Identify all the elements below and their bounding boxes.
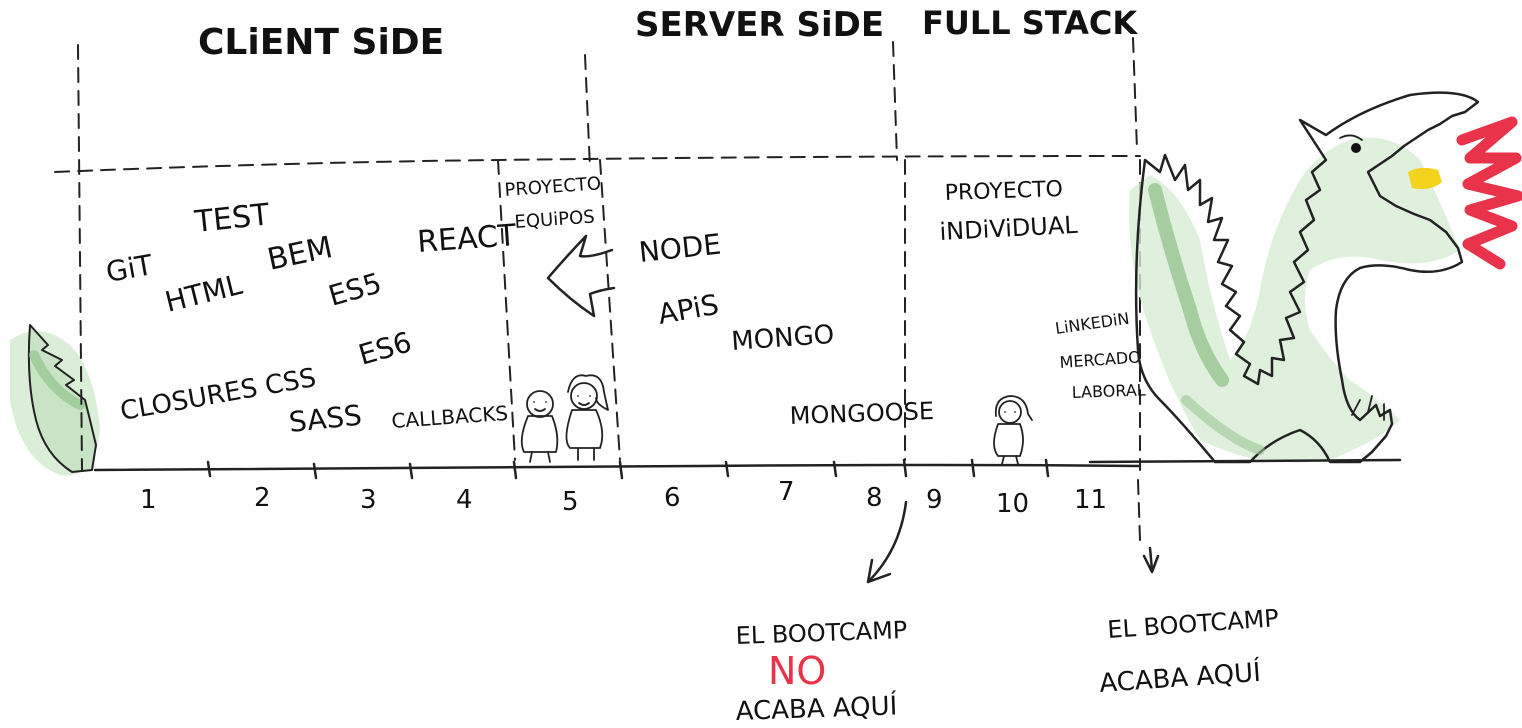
week-label-10: 10	[996, 489, 1029, 519]
week-label-2: 2	[254, 483, 271, 513]
week-label-6: 6	[664, 483, 681, 513]
topic-callbacks: CALLBACKS	[391, 401, 509, 433]
week-label-8: 8	[866, 483, 883, 513]
week-label-9: 9	[926, 485, 943, 515]
topic-node: NODE	[637, 228, 722, 269]
topic-es5: ES5	[325, 266, 385, 312]
week-label-7: 7	[778, 477, 795, 507]
week-label-11: 11	[1074, 485, 1107, 515]
dragon-tail-icon	[10, 324, 100, 476]
topic-linkedin: LiNKEDiN	[1054, 309, 1131, 338]
individual-figure-icon	[993, 395, 1033, 465]
dragon-icon	[1088, 91, 1480, 464]
team-figures-icon	[520, 374, 609, 463]
topic-mongo: MONGO	[730, 320, 835, 357]
topic-laboral: LABORAL	[1071, 380, 1146, 402]
topic-sass: SASS	[287, 399, 363, 439]
topic-proyecto-individual-line2: iNDiViDUAL	[939, 211, 1079, 246]
section-title-client: CLiENT SiDE	[198, 22, 444, 63]
right-note-line1: EL BOOTCAMP	[1106, 604, 1279, 644]
arrow-to-right-note-icon	[1142, 546, 1160, 574]
left-note-line1: EL BOOTCAMP	[735, 616, 907, 650]
topic-react: REACT	[416, 218, 518, 260]
topic-test: TEST	[192, 197, 272, 240]
timeline-axis	[93, 458, 1142, 480]
week-label-3: 3	[360, 485, 377, 515]
week-label-4: 4	[456, 485, 473, 515]
topic-proyecto-individual-line1: PROYECTO	[944, 177, 1063, 206]
week-label-1: 1	[140, 485, 157, 515]
section-title-fullstack: FULL STACK	[922, 4, 1138, 42]
topic-proyecto-equipos-line1: PROYECTO	[504, 173, 602, 201]
left-note-no: NO	[768, 649, 826, 693]
left-note-line2: ACABA AQUÍ	[735, 689, 898, 727]
topic-bem: BEM	[264, 230, 335, 278]
section-title-server: SERVER SiDE	[635, 5, 884, 45]
arrow-to-left-note-icon	[866, 500, 908, 584]
topic-es6: ES6	[355, 325, 415, 371]
right-note-line2: ACABA AQUÍ	[1098, 656, 1261, 699]
topic-html: HTML	[162, 268, 246, 319]
topic-git: GiT	[103, 248, 155, 289]
topic-mongoose: MONGOOSE	[789, 397, 934, 430]
fire-icon	[1456, 116, 1522, 270]
week-label-5: 5	[562, 487, 579, 517]
topic-apis: APiS	[655, 288, 721, 331]
topic-proyecto-equipos-line2: EQUiPOS	[514, 206, 595, 233]
left-arrow-icon	[546, 234, 616, 318]
topic-mercado: MERCADO	[1059, 347, 1141, 372]
